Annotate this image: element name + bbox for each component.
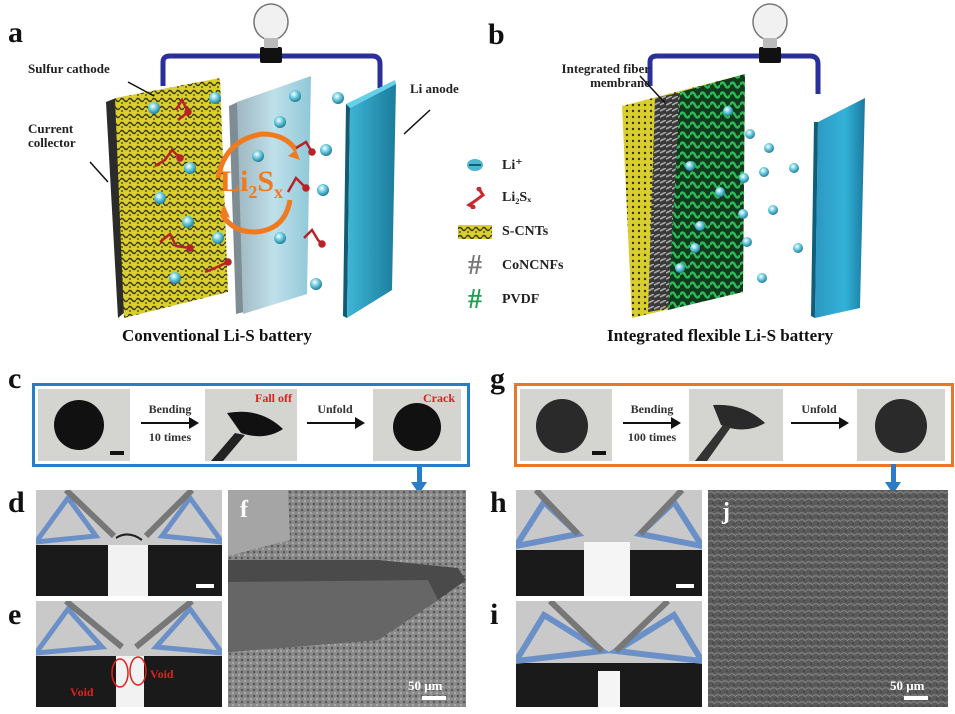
photo-c-unfolded: Crack (373, 389, 461, 461)
shuttle-sub-x: x (274, 182, 284, 202)
caption-a: Conventional Li-S battery (122, 326, 312, 345)
note-void-left: Void (70, 685, 94, 699)
legend-label: S-CNTs (502, 224, 549, 239)
s-cnts-icon (458, 222, 492, 242)
shuttle-sub-2: 2 (248, 182, 258, 202)
label-sulfur-cathode: Sulfur cathode (28, 61, 110, 76)
legend-label: PVDF (502, 292, 540, 307)
panel-b-diagram (622, 3, 865, 318)
label-li-anode: Li anode (410, 81, 459, 96)
li-ion-particles (675, 106, 803, 283)
pointer-arrow-g-to-j (891, 464, 896, 484)
polysulfide-chains (154, 97, 326, 274)
step-bending-label: Bending (148, 402, 192, 416)
legend-label: CoNCNFs (502, 258, 564, 273)
panel-label-h: h (490, 486, 507, 519)
panel-label-i: i (490, 598, 499, 631)
legend-item-li-ion: Li⁺ (458, 155, 523, 175)
legend-item-pvdf: # PVDF (458, 284, 540, 315)
step-bending-count: 10 times (148, 430, 192, 444)
pvdf-icon: # (468, 284, 482, 315)
electrode-disc (54, 400, 104, 450)
panel-label-j: j (722, 499, 730, 525)
caption-b: Integrated flexible Li-S battery (607, 326, 834, 345)
panel-label-a: a (8, 16, 23, 49)
step-unfold-label: Unfold (317, 402, 353, 416)
cracked-disc (393, 403, 441, 451)
scale-bar (110, 451, 124, 455)
shuttle-s: S (257, 165, 275, 198)
separator (229, 102, 244, 314)
arrow-unfold (791, 417, 849, 429)
li-ion-icon (458, 155, 492, 175)
intact-disc (875, 399, 927, 453)
arrow-bending (623, 417, 681, 429)
photo-g-unfolded (857, 389, 945, 461)
panel-label-b: b (488, 18, 505, 51)
arrow-bending (141, 417, 199, 429)
polysulfide-icon (458, 187, 492, 209)
panel-c-frame: Bending 10 times Fall off Unfold Crack (32, 383, 470, 467)
panel-a-diagram (89, 3, 431, 318)
panel-label-e: e (8, 598, 22, 631)
note-void-right: Void (150, 667, 174, 681)
note-crack: Crack (423, 391, 455, 405)
photo-c-pristine (38, 389, 130, 461)
label-current-collector: Current collector (28, 121, 76, 151)
photo-g-pristine (520, 389, 612, 461)
label-integrated-fiber-membrane: Integrated fiber membrane (561, 61, 650, 91)
sem-image-f: f 50 μm (228, 490, 466, 707)
photo-d-bending-rig (36, 490, 222, 596)
panel-label-f: f (240, 497, 248, 523)
shuttle-species-label: Li2Sx (220, 165, 283, 203)
legend-item-concnfs: # CoNCNFs (458, 250, 564, 281)
concnfs-icon: # (468, 250, 482, 281)
sem-image-j: j 50 μm (708, 490, 948, 707)
panel-label-d: d (8, 486, 25, 519)
step-bending-label: Bending (630, 402, 674, 416)
light-bulb-icon (752, 3, 788, 63)
panel-label-c: c (8, 362, 22, 395)
shuttle-cycle-arrows (215, 131, 299, 235)
scale-bar-j (904, 696, 928, 700)
arrow-unfold (307, 417, 365, 429)
step-unfold-label: Unfold (801, 402, 837, 416)
scale-label-f: 50 μm (408, 678, 443, 693)
scale-label-j: 50 μm (890, 678, 925, 693)
photo-e-bending-rig: Void Void (36, 601, 222, 707)
light-bulb-icon (253, 3, 289, 63)
scale-bar-f (422, 696, 446, 700)
li-ion-particles (148, 90, 344, 290)
shuttle-li: Li (220, 165, 249, 198)
note-fall-off: Fall off (255, 391, 292, 405)
scale-bar (592, 451, 606, 455)
pointer-arrow-c-to-f (417, 464, 422, 484)
li-anode (346, 80, 396, 108)
photo-i-bending-rig (516, 601, 702, 707)
panel-label-g: g (490, 362, 505, 395)
photo-c-bent: Fall off (205, 389, 297, 461)
photo-g-bent (689, 389, 783, 461)
legend-label: Li⁺ (502, 157, 523, 173)
legend-item-polysulfide: Li₂Sₓ (458, 187, 532, 209)
panel-g-frame: Bending 100 times Unfold (514, 383, 954, 467)
sulfur-cathode (115, 78, 228, 318)
electrode-disc (536, 399, 588, 453)
legend-item-s-cnts: S-CNTs (458, 222, 548, 242)
step-bending-count: 100 times (627, 430, 677, 444)
li-anode (815, 98, 865, 318)
legend-label: Li₂Sₓ (502, 190, 532, 205)
current-collector (106, 98, 125, 318)
photo-h-bending-rig (516, 490, 702, 596)
